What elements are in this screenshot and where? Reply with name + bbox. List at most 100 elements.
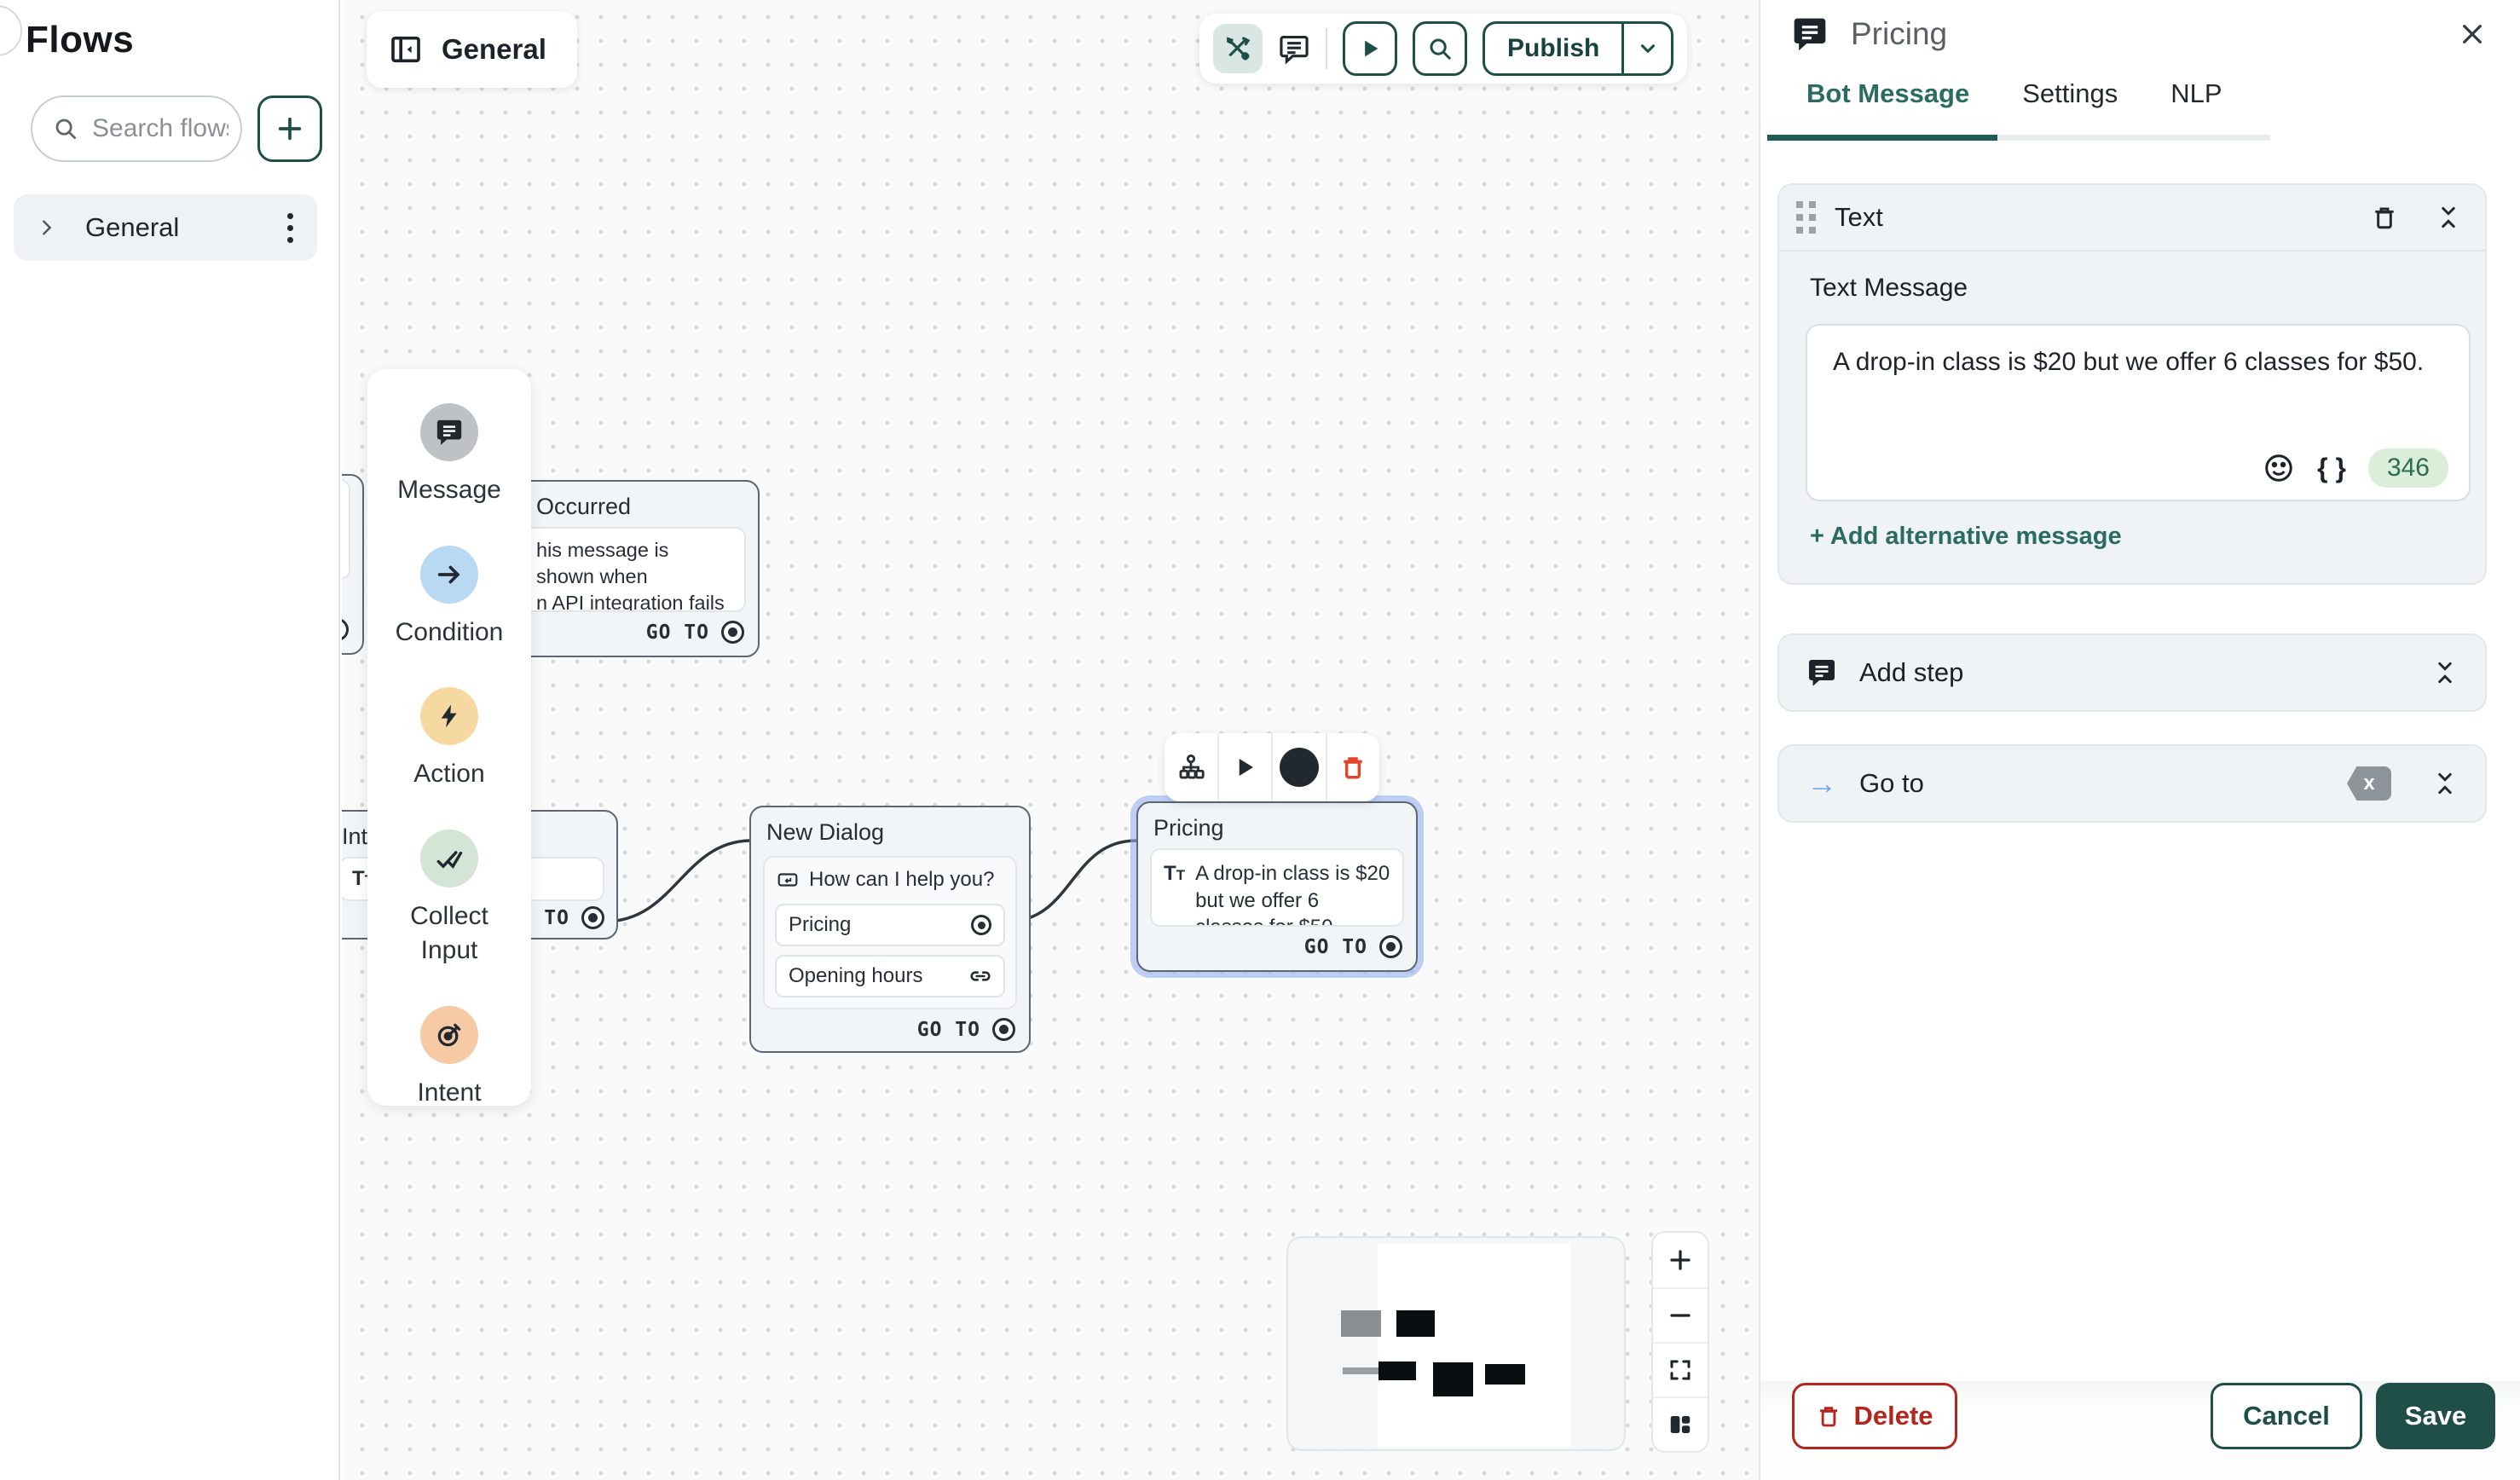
node-pricing-selected[interactable]: Pricing TT A drop-in class is $20 but we… bbox=[1136, 801, 1418, 972]
zoom-in-button[interactable] bbox=[1653, 1233, 1708, 1287]
node-body-line: n API integration fails to bbox=[536, 592, 725, 612]
cancel-button[interactable]: Cancel bbox=[2211, 1383, 2362, 1449]
node-message-text: A drop-in class is $20 but we offer 6 cl… bbox=[1195, 862, 1390, 925]
zoom-controls bbox=[1651, 1231, 1709, 1453]
goto-port[interactable] bbox=[721, 621, 744, 644]
record-button[interactable] bbox=[1271, 733, 1326, 801]
flow-search[interactable] bbox=[31, 95, 242, 162]
node-action-toolbar bbox=[1165, 733, 1379, 801]
chevron-right-icon bbox=[43, 220, 52, 235]
delete-button[interactable]: Delete bbox=[1792, 1383, 1957, 1449]
flows-sidebar: Flows General bbox=[0, 0, 340, 1480]
collapse-panel-icon bbox=[391, 36, 420, 63]
collapse-card-button[interactable] bbox=[2436, 205, 2461, 230]
flow-item-label: General bbox=[85, 212, 180, 242]
node-body bbox=[342, 479, 350, 580]
play-from-here-button[interactable] bbox=[1217, 733, 1272, 801]
add-step-label: Add step bbox=[1859, 657, 1964, 687]
option-port[interactable] bbox=[971, 915, 991, 935]
add-alternative-message-link[interactable]: + Add alternative message bbox=[1810, 523, 2122, 550]
collapse-card-button[interactable] bbox=[2432, 771, 2458, 796]
search-canvas-button[interactable] bbox=[1413, 21, 1467, 76]
publish-button[interactable]: Publish bbox=[1483, 21, 1674, 76]
palette-item-message[interactable]: Message bbox=[381, 403, 517, 508]
message-input[interactable]: A drop-in class is $20 but we offer 6 cl… bbox=[1806, 324, 2471, 501]
zoom-out-button[interactable] bbox=[1653, 1287, 1708, 1342]
drag-handle-icon[interactable] bbox=[1796, 201, 1816, 234]
publish-label: Publish bbox=[1507, 34, 1600, 62]
palette-item-condition[interactable]: Condition bbox=[381, 545, 517, 650]
palette-item-action[interactable]: Action bbox=[381, 687, 517, 792]
goto-label: GO TO bbox=[916, 1018, 980, 1041]
close-panel-button[interactable] bbox=[2459, 20, 2486, 48]
delete-step-button[interactable] bbox=[2371, 204, 2398, 231]
quick-reply-group: How can I help you? Pricing Opening hour… bbox=[763, 856, 1017, 1009]
add-step-card[interactable]: Add step bbox=[1777, 633, 2487, 712]
minimap-viewport bbox=[1378, 1243, 1570, 1448]
text-step-card: Text Text Message A drop-in class is $20… bbox=[1777, 183, 2487, 585]
toolbar-divider bbox=[1326, 28, 1327, 69]
toggle-minimap-button[interactable] bbox=[1653, 1396, 1708, 1451]
delete-label: Delete bbox=[1853, 1401, 1933, 1431]
fit-view-button[interactable] bbox=[1653, 1342, 1708, 1396]
flow-item-menu-button[interactable] bbox=[282, 208, 298, 248]
quick-reply-icon bbox=[777, 873, 798, 887]
minimap-node bbox=[1433, 1362, 1473, 1396]
node-new-dialog[interactable]: New Dialog How can I help you? Pricing O… bbox=[749, 806, 1031, 1053]
delete-node-button[interactable] bbox=[1325, 733, 1380, 801]
variables-button[interactable]: { } bbox=[2317, 452, 2346, 483]
search-input[interactable] bbox=[92, 114, 228, 143]
build-tools-button[interactable] bbox=[1213, 24, 1263, 73]
goto-label: GO TO bbox=[645, 621, 709, 644]
target-icon bbox=[420, 1005, 478, 1064]
flow-chip-label: General bbox=[442, 33, 546, 65]
text-format-icon: TT bbox=[1164, 862, 1186, 885]
add-flow-button[interactable] bbox=[257, 95, 322, 162]
minimap[interactable] bbox=[1286, 1236, 1626, 1451]
node-body-line: his message is shown when bbox=[536, 539, 669, 588]
publish-caret[interactable] bbox=[1621, 24, 1671, 73]
tab-bot-message[interactable]: Bot Message bbox=[1806, 78, 1970, 108]
arrow-right-icon bbox=[420, 545, 478, 604]
partial-node-upper[interactable]: GO TO bbox=[342, 474, 364, 655]
card-title: Text bbox=[1835, 202, 1883, 232]
link-icon bbox=[970, 971, 991, 981]
panel-title: Pricing bbox=[1851, 16, 1948, 51]
node-title: Occurred bbox=[536, 494, 632, 519]
flow-canvas[interactable]: GO TO Intro TT GO TO Occurred his messag… bbox=[342, 0, 1759, 1480]
trash-icon bbox=[1820, 1407, 1838, 1427]
chat-transcript-button[interactable] bbox=[1278, 32, 1310, 65]
sidebar-item-general[interactable]: General bbox=[14, 194, 317, 261]
collapse-sidebar-handle[interactable] bbox=[0, 5, 22, 56]
goto-label: GO TO bbox=[1303, 935, 1367, 958]
current-flow-chip[interactable]: General bbox=[367, 11, 577, 88]
tab-settings[interactable]: Settings bbox=[2022, 78, 2118, 108]
bolt-icon bbox=[420, 687, 478, 745]
emoji-button[interactable] bbox=[2263, 452, 2295, 484]
dialog-option-pricing[interactable]: Pricing bbox=[775, 904, 1005, 946]
node-body: TT A drop-in class is $20 but we offer 6… bbox=[1150, 848, 1404, 927]
minimap-node bbox=[1378, 1361, 1416, 1380]
goto-port[interactable] bbox=[1379, 935, 1402, 958]
collapse-card-button[interactable] bbox=[2432, 660, 2458, 685]
dialog-option-opening-hours[interactable]: Opening hours bbox=[775, 955, 1005, 997]
go-to-card[interactable]: → Go to x bbox=[1777, 744, 2487, 823]
step-palette: Message Condition Action Collect Input bbox=[367, 369, 531, 1107]
bot-message-icon bbox=[1794, 18, 1826, 51]
go-to-arrow-icon: → bbox=[1806, 766, 1837, 801]
palette-item-collect-input[interactable]: Collect Input bbox=[381, 829, 517, 968]
tree-view-button[interactable] bbox=[1165, 733, 1217, 801]
search-icon bbox=[55, 119, 76, 139]
clear-go-to-button[interactable]: x bbox=[2347, 766, 2391, 801]
goto-port[interactable] bbox=[342, 618, 349, 641]
active-tab-underline bbox=[1767, 135, 1997, 141]
palette-item-intent[interactable]: Intent bbox=[381, 1005, 517, 1111]
canvas-toolbar: Publish bbox=[1199, 14, 1688, 84]
test-bot-button[interactable] bbox=[1343, 21, 1397, 76]
dialog-question: How can I help you? bbox=[809, 868, 995, 891]
goto-port[interactable] bbox=[992, 1018, 1015, 1041]
goto-port[interactable] bbox=[581, 906, 604, 929]
save-button[interactable]: Save bbox=[2376, 1383, 2495, 1449]
option-label: Opening hours bbox=[789, 964, 923, 987]
tab-nlp[interactable]: NLP bbox=[2170, 78, 2222, 108]
